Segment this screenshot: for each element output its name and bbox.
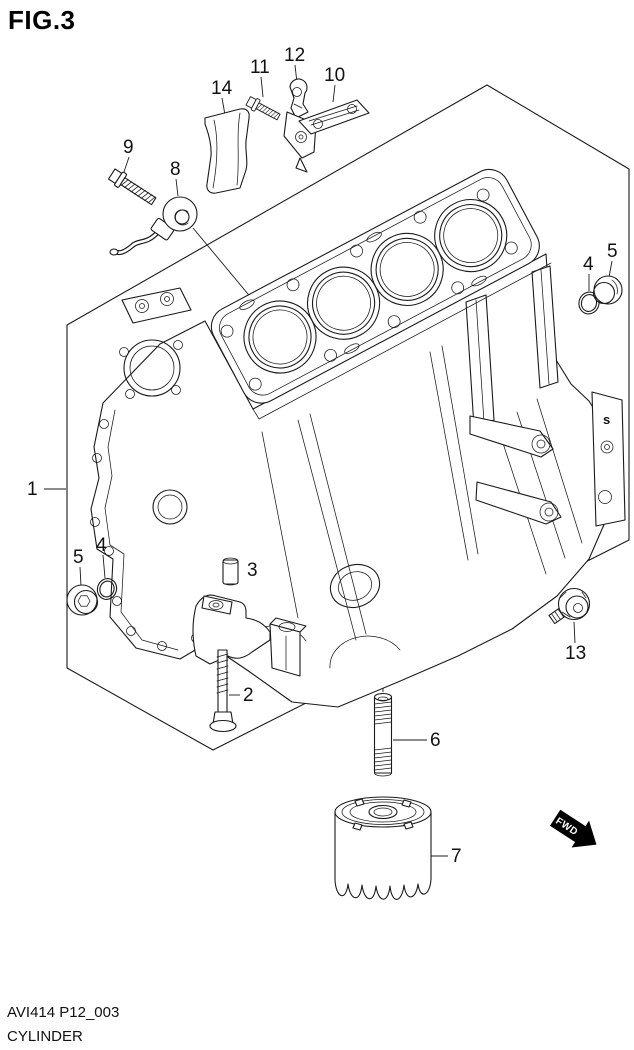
part-12-clamp (289, 78, 309, 119)
callout-5-upper: 5 (607, 241, 618, 262)
part-14-shield (204, 108, 250, 194)
callout-14: 14 (211, 78, 233, 99)
callout-7: 7 (451, 846, 462, 867)
part-4-oring-lower (96, 578, 118, 600)
part-5-cap-upper (592, 275, 623, 305)
callout-6: 6 (430, 730, 441, 751)
part-5-plug-lower (66, 584, 99, 616)
callout-2: 2 (243, 685, 254, 706)
callout-10: 10 (324, 65, 346, 86)
callout-11: 11 (250, 57, 270, 78)
part-8-knock-sensor (109, 196, 198, 256)
callout-1: 1 (27, 479, 38, 500)
part-7-oil-filter (334, 796, 432, 900)
callout-12: 12 (284, 45, 306, 66)
part-6-stud (373, 692, 393, 777)
callout-9: 9 (123, 137, 134, 158)
callout-3: 3 (247, 560, 258, 581)
figure-title: FIG.3 (8, 5, 76, 35)
bearing-cap (192, 594, 307, 677)
block-casting-mark: s (603, 412, 610, 427)
part-2-bolt (209, 649, 237, 733)
part-11-bolt (245, 96, 281, 121)
part-3-dowel (222, 557, 239, 586)
callout-4-lower: 4 (96, 535, 107, 556)
callout-5-lower: 5 (73, 547, 84, 568)
figure-caption: CYLINDER (7, 1028, 83, 1045)
callout-4-upper: 4 (583, 254, 594, 275)
part-10-bracket (283, 99, 370, 173)
part-4-oring-upper (578, 291, 600, 315)
fwd-arrow: FWD (549, 809, 597, 848)
engine-block: s (90, 168, 626, 708)
callout-8: 8 (170, 159, 181, 180)
cylinder-deck (210, 168, 540, 404)
part-9-bolt (107, 168, 157, 206)
callout-13: 13 (565, 643, 587, 664)
part-13-drain-plug (548, 587, 591, 625)
document-code: AVI414 P12_003 (7, 1004, 120, 1021)
part-1-outline (66, 84, 630, 751)
